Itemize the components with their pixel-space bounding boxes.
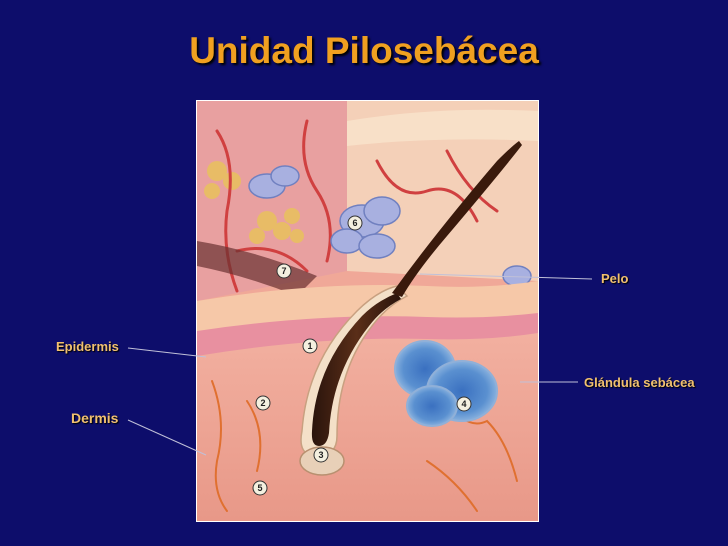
marker-2: 2 [260, 398, 265, 408]
marker-1: 1 [307, 341, 312, 351]
slide-title: Unidad Pilosebácea [189, 30, 539, 71]
label-glandula-sebacea: Glándula sebácea [584, 375, 695, 390]
marker-3: 3 [318, 450, 323, 460]
numbered-markers: 1 2 3 4 5 6 7 [252, 215, 472, 496]
marker-6: 6 [352, 218, 357, 228]
marker-7: 7 [281, 266, 286, 276]
label-epidermis: Epidermis [56, 339, 119, 354]
label-dermis: Dermis [71, 410, 119, 426]
label-pelo: Pelo [601, 271, 629, 286]
pilosebaceous-illustration: 1 2 3 4 5 6 7 [196, 100, 539, 522]
skin-cross-section-drawing: 1 2 3 4 5 6 7 [197, 101, 538, 521]
marker-4: 4 [461, 399, 466, 409]
marker-5: 5 [257, 483, 262, 493]
